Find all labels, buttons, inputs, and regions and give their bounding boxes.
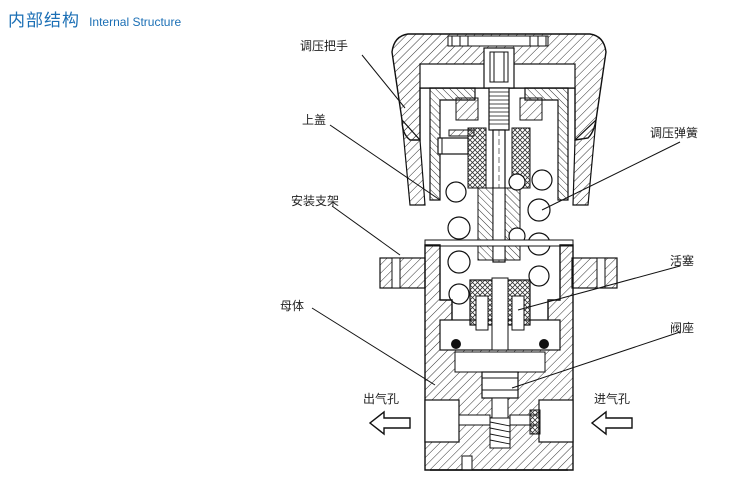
top-cover-part	[429, 87, 569, 201]
label-handle: 调压把手	[300, 39, 348, 53]
label-inlet: 进气孔	[594, 391, 630, 406]
mounting-bracket	[379, 239, 618, 289]
leader-lines	[311, 54, 681, 389]
adjusting-stem	[467, 47, 531, 263]
label-body: 母体	[280, 299, 304, 313]
valve-body	[424, 244, 574, 471]
label-valve-seat: 阀座	[670, 320, 694, 335]
label-outlet: 出气孔	[363, 391, 399, 406]
label-piston: 活塞	[670, 253, 694, 268]
title-english: Internal Structure	[89, 15, 182, 29]
page-title: 内部结构 Internal Structure	[8, 6, 181, 31]
inlet-arrow-icon	[590, 410, 633, 436]
outlet-arrow-icon	[368, 410, 411, 436]
valve-seat-part	[481, 371, 519, 399]
label-spring: 调压弹簧	[650, 125, 698, 140]
label-bracket: 安装支架	[291, 193, 339, 208]
label-top-cover: 上盖	[302, 113, 326, 127]
pressure-spring	[445, 169, 553, 305]
title-chinese: 内部结构	[8, 11, 80, 31]
